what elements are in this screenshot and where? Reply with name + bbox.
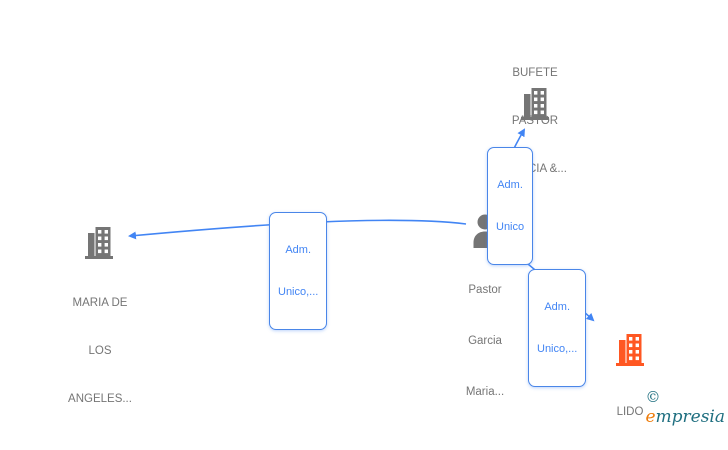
- node-company-maria[interactable]: MARIA DE LOS ANGELES...: [30, 226, 170, 405]
- edge-label-adm-unico-maria[interactable]: Adm. Unico,...: [269, 212, 328, 330]
- node-company-bufete[interactable]: BUFETE PASTOR GARCIA &...: [465, 33, 605, 175]
- edge-label-adm-unico-lido[interactable]: Adm. Unico,...: [528, 269, 587, 387]
- brand-initial: e: [645, 407, 656, 427]
- company-label: MARIA DE LOS ANGELES...: [68, 297, 132, 405]
- building-icon: [85, 227, 113, 259]
- brand-name: mpresia: [655, 407, 726, 427]
- copyright-symbol: ©: [645, 388, 661, 406]
- building-icon: [616, 334, 644, 366]
- edge-label-adm-unico-bufete[interactable]: Adm. Unico: [487, 147, 534, 265]
- node-company-lido[interactable]: LIDO ARRENDAMIENTO Y VENTA SL: [560, 333, 700, 428]
- company-label: LIDO ARRENDAMIENTO Y VENTA SL: [616, 406, 644, 418]
- building-icon: [521, 88, 549, 120]
- company-label: BUFETE PASTOR GARCIA &...: [503, 67, 567, 175]
- person-label: Pastor Garcia Maria...: [465, 284, 505, 398]
- empresia-watermark: © empresia: [624, 367, 725, 447]
